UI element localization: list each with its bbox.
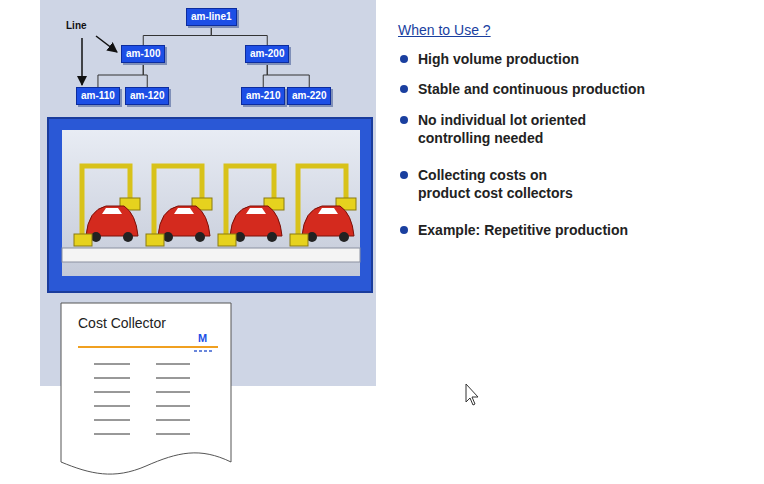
- line-window: [62, 130, 360, 276]
- bullet-text: No individual lot oriented controlling n…: [418, 111, 623, 147]
- box-label: am-210: [246, 90, 280, 101]
- line-callout: Line: [66, 20, 87, 32]
- hierarchy-box: am-200: [245, 45, 289, 63]
- car-body: [230, 206, 282, 236]
- car-window: [318, 208, 338, 214]
- box-label: am-100: [126, 48, 160, 59]
- car-window: [102, 208, 122, 214]
- bullet-dot: [400, 55, 408, 63]
- gantry-base: [146, 234, 164, 246]
- row-line: [94, 420, 130, 421]
- car-wheel: [123, 232, 133, 242]
- conveyor: [62, 248, 360, 262]
- tree-connector: [211, 26, 267, 45]
- row-line: [94, 406, 130, 407]
- row-line: [156, 406, 190, 407]
- bullet-dots: [400, 55, 408, 234]
- bullet-text: High volume production: [418, 50, 579, 68]
- header-rule: [78, 346, 218, 348]
- gantry-base: [74, 234, 92, 246]
- hierarchy-box: am-line1: [186, 8, 237, 26]
- row-line: [156, 392, 190, 393]
- bullet-dot: [400, 171, 408, 179]
- hierarchy-box: am-110: [76, 87, 120, 105]
- document-heading: Cost Collector: [78, 316, 166, 330]
- leader-arrow: [96, 36, 117, 52]
- car-wheel: [339, 232, 349, 242]
- box-label: am-120: [130, 90, 164, 101]
- line-band: [48, 118, 372, 292]
- row-line: [94, 434, 130, 435]
- bullet-text: Collecting costs on product cost collect…: [418, 166, 603, 202]
- tree-connector: [263, 63, 267, 87]
- car-window: [174, 208, 194, 214]
- car-body: [158, 206, 210, 236]
- row-line: [94, 364, 130, 365]
- box-label: am-110: [81, 90, 115, 101]
- car-wheel: [195, 232, 205, 242]
- gantry-base: [290, 234, 308, 246]
- section-heading: When to Use ?: [398, 22, 491, 39]
- car-wheel: [267, 232, 277, 242]
- cost-symbol: M: [198, 333, 207, 344]
- bullet-dot: [400, 116, 408, 124]
- box-label: am-line1: [191, 11, 232, 22]
- hierarchy-box: am-100: [121, 45, 165, 63]
- box-label: am-220: [292, 90, 326, 101]
- bullet-dot: [400, 85, 408, 93]
- symbol-dash: [194, 350, 212, 352]
- bullet-text: Stable and continuous production: [418, 80, 645, 98]
- row-line: [156, 378, 190, 379]
- assembly-line: [62, 166, 360, 262]
- row-line: [94, 378, 130, 379]
- hierarchy-box: am-220: [287, 87, 331, 105]
- tree-connector: [98, 63, 143, 87]
- box-label: am-200: [250, 48, 284, 59]
- gantry-base: [218, 234, 236, 246]
- car-window: [246, 208, 266, 214]
- row-line: [156, 364, 190, 365]
- tree-connector: [143, 63, 147, 87]
- row-line: [156, 420, 190, 421]
- bullet-text: Example: Repetitive production: [418, 221, 628, 239]
- row-line: [94, 392, 130, 393]
- hierarchy-box: am-210: [241, 87, 285, 105]
- tree-connector: [143, 26, 211, 45]
- hierarchy-box: am-120: [125, 87, 169, 105]
- cost-collector-document: Cost CollectorM: [60, 302, 232, 477]
- car-body: [86, 206, 138, 236]
- mouse-cursor: [466, 384, 478, 405]
- car-body: [302, 206, 354, 236]
- row-line: [156, 434, 190, 435]
- bullet-dot: [400, 226, 408, 234]
- leader-arrow: [81, 38, 83, 85]
- tree-connector: [267, 63, 309, 87]
